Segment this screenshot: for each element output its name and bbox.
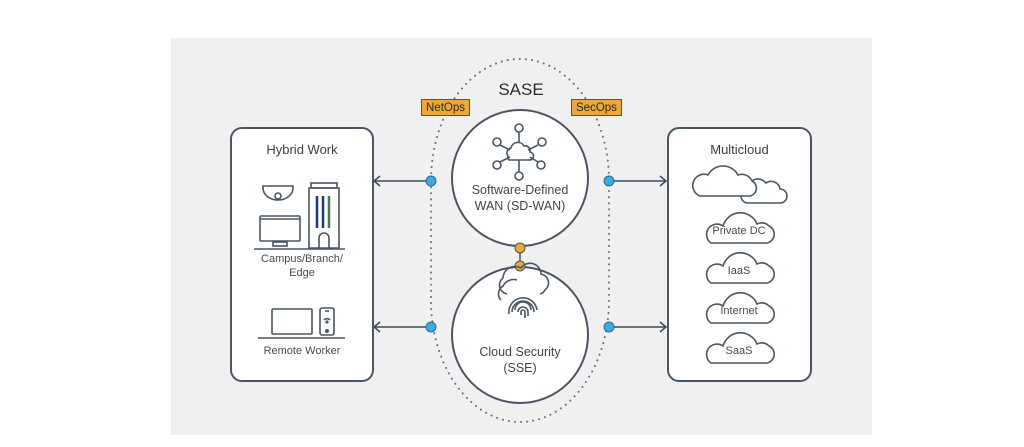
cloud-label-private-dc: Private DC	[712, 225, 766, 237]
sase-title: SASE	[498, 80, 544, 99]
sase-boundary	[430, 58, 610, 423]
mobile-phone-icon	[319, 307, 335, 336]
building-icon	[308, 182, 340, 249]
multicloud-box: Multicloud	[667, 127, 812, 382]
netops-tag: NetOps	[421, 99, 470, 116]
cloud-shape	[705, 252, 775, 284]
arrow-to-remote-worker	[372, 321, 437, 333]
campus-label-line2: Edge	[289, 267, 315, 279]
sse-label: Cloud Security (SSE)	[455, 344, 585, 376]
hybrid-work-box: Hybrid Work	[230, 127, 374, 382]
multicloud-icon	[691, 165, 788, 204]
secops-tag: SecOps	[571, 99, 622, 116]
cloud-shape	[705, 212, 775, 244]
sdwan-label-line2: WAN (SD-WAN)	[474, 199, 566, 213]
security-camera-icon	[262, 185, 294, 201]
cloud-shape	[705, 292, 775, 324]
connector-orange-top	[514, 242, 526, 254]
laptop-icon	[271, 308, 313, 335]
sse-label-line1: Cloud Security	[479, 345, 561, 359]
cloud-shape	[705, 332, 775, 364]
network-cloud-icon	[492, 123, 547, 181]
sdwan-label-line1: Software-Defined	[471, 183, 569, 197]
cloud-label-saas: SaaS	[725, 345, 753, 357]
remote-worker-label: Remote Worker	[263, 345, 341, 357]
arrow-to-campus	[372, 175, 437, 187]
campus-label: Campus/Branch/ Edge	[240, 252, 364, 280]
sse-label-line2: (SSE)	[503, 361, 537, 375]
cloud-label-iaas: IaaS	[727, 265, 751, 277]
sse-circle	[451, 266, 589, 404]
monitor-icon	[259, 215, 301, 247]
cloud-label-internet: Internet	[720, 305, 758, 317]
campus-label-line1: Campus/Branch/	[261, 253, 343, 265]
sdwan-label: Software-Defined WAN (SD-WAN)	[455, 182, 585, 214]
box-underlay	[230, 127, 374, 382]
arrow-to-multicloud-top	[603, 175, 668, 187]
cloud-fingerprint-icon	[497, 262, 550, 318]
hybrid-work-title: Hybrid Work	[266, 142, 338, 157]
arrow-to-multicloud-bottom	[603, 321, 668, 333]
multicloud-title: Multicloud	[710, 142, 769, 157]
